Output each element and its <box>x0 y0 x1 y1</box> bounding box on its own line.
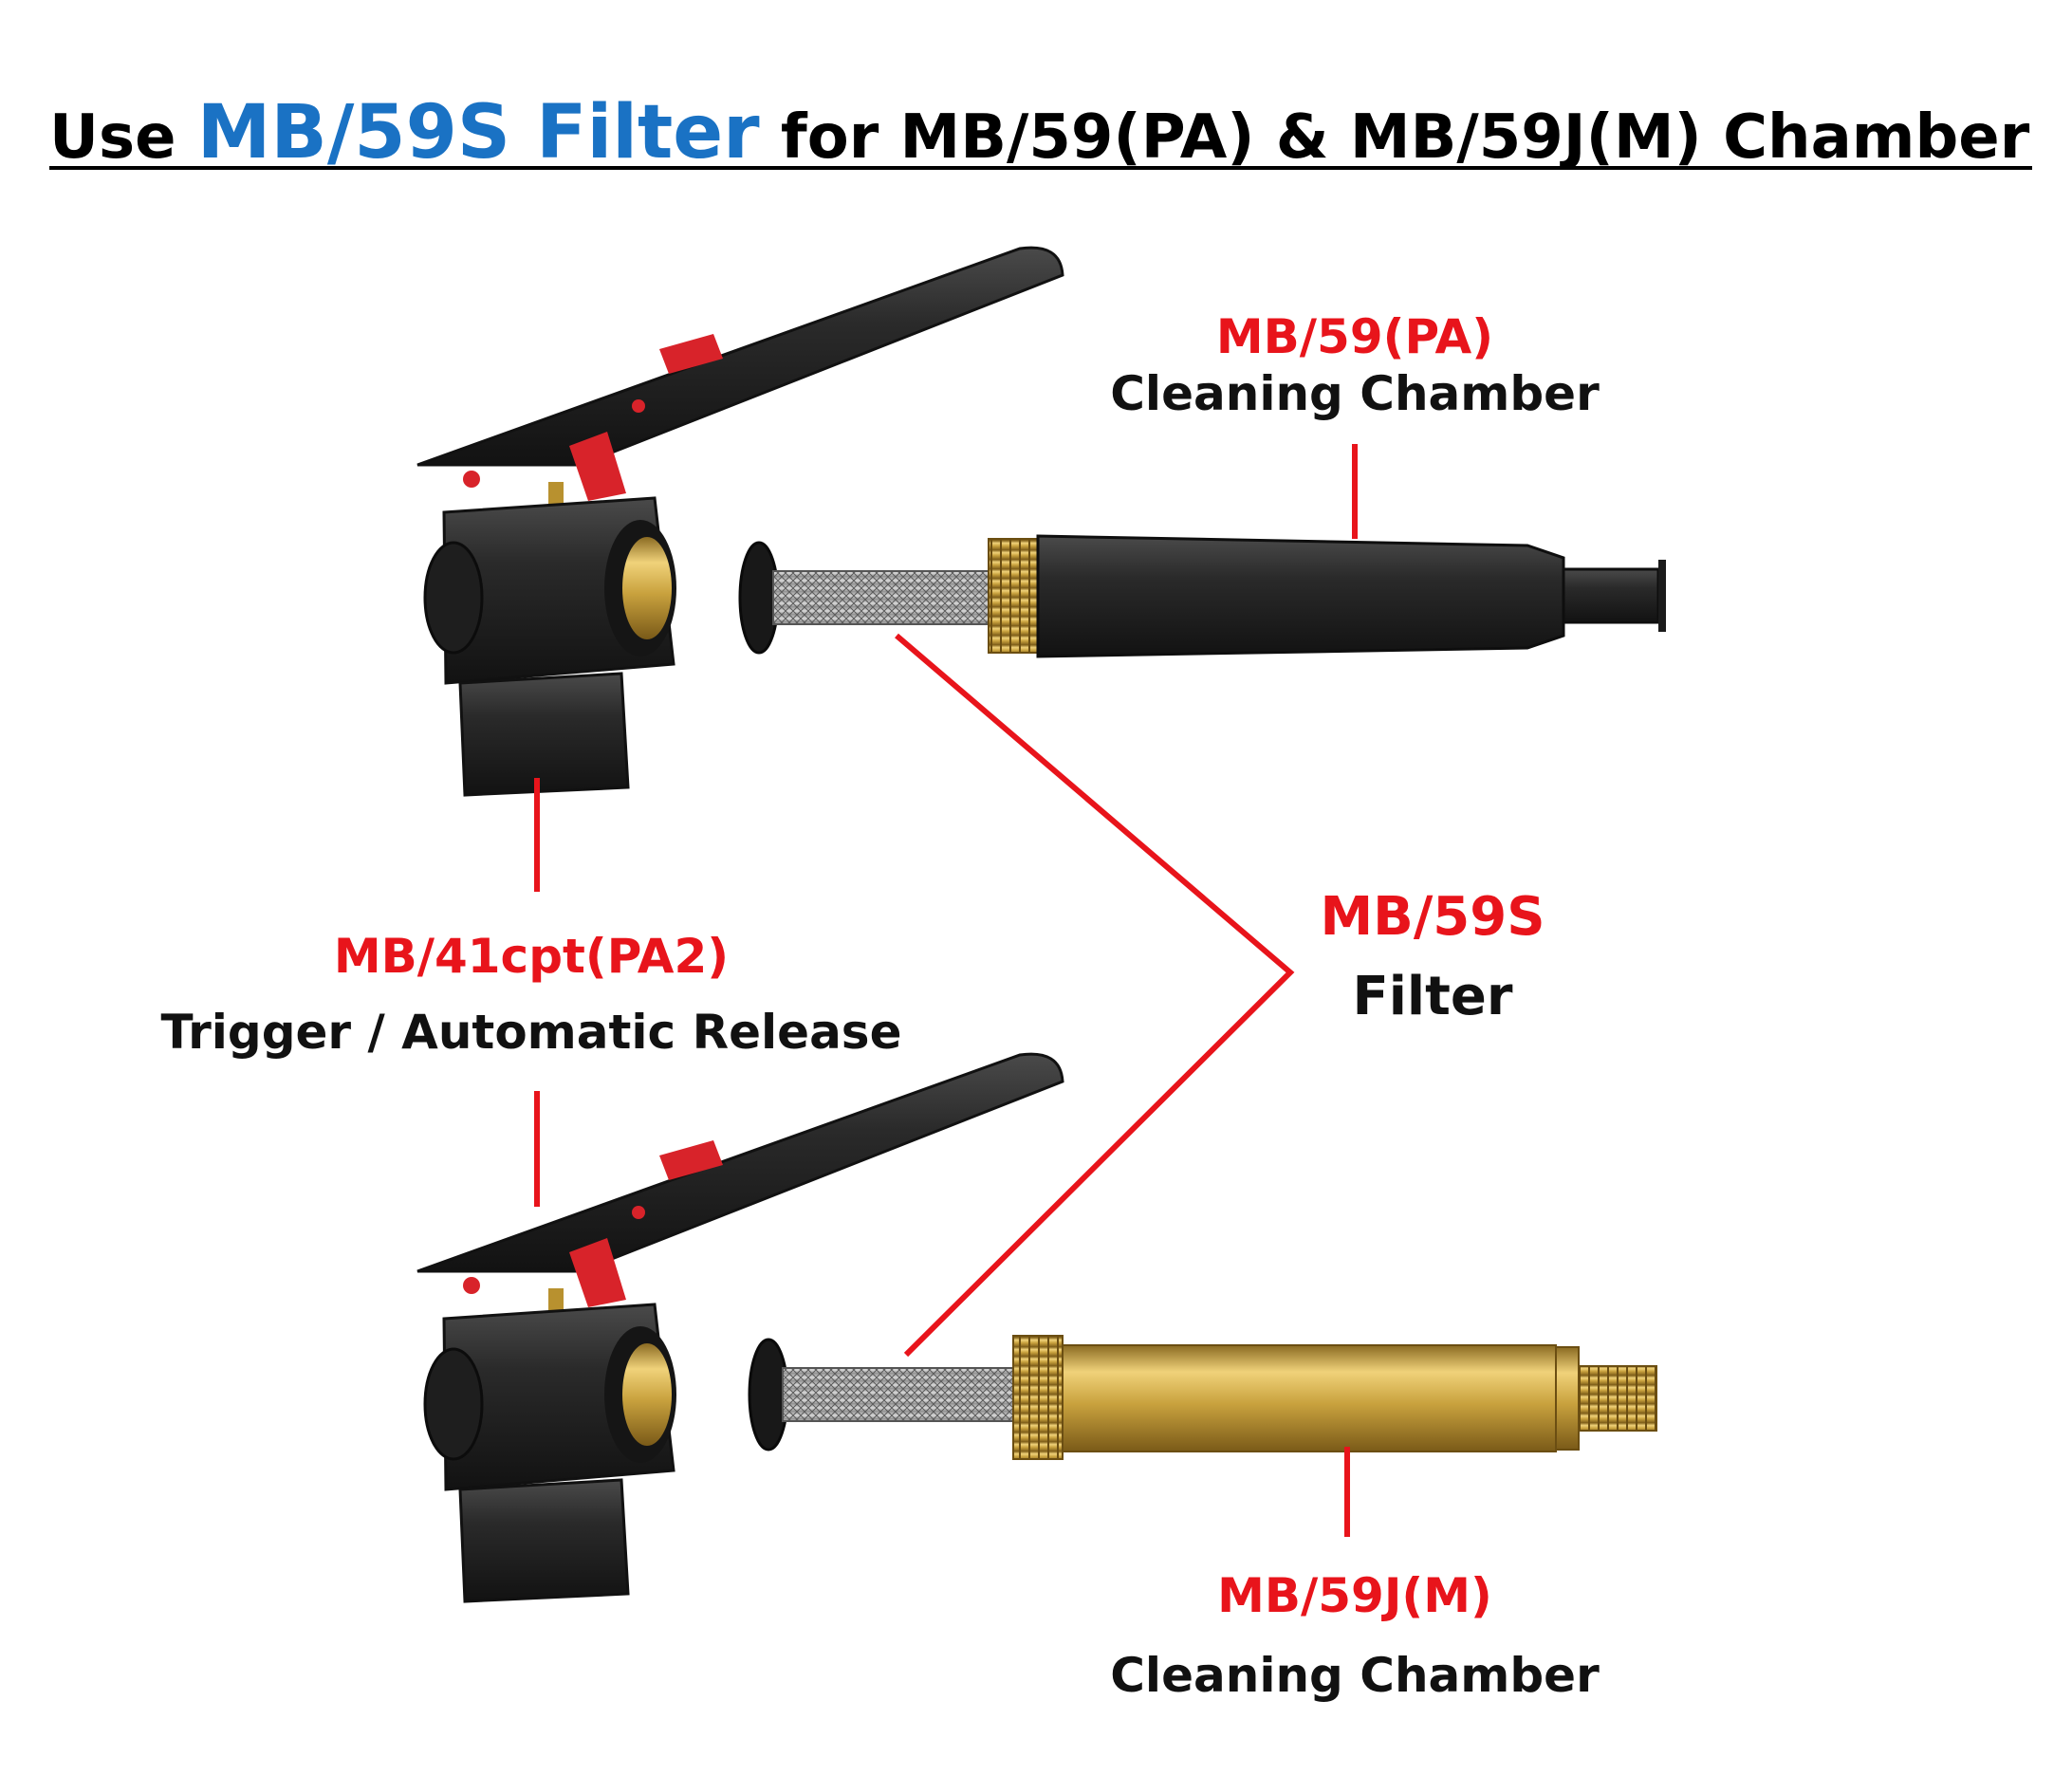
page-title: Use MB/59S Filter for MB/59(PA) & MB/59J… <box>49 87 2042 178</box>
chamber-top <box>988 534 1666 658</box>
bottom-chamber-name: Cleaning Chamber <box>1110 1648 1600 1703</box>
trigger-name: Trigger / Automatic Release <box>160 1005 902 1060</box>
label-bottom-chamber: MB/59J(M) Cleaning Chamber <box>1061 1556 1649 1715</box>
trigger-top <box>416 246 1064 797</box>
filter-code: MB/59S <box>1320 886 1545 948</box>
label-top-chamber: MB/59(PA) Cleaning Chamber <box>1061 308 1649 422</box>
filter-top <box>738 541 992 655</box>
label-filter: MB/59S Filter <box>1195 878 1670 1037</box>
top-chamber-code: MB/59(PA) <box>1215 309 1494 364</box>
title-prefix: Use <box>49 102 197 173</box>
leader-filter <box>895 633 1295 1358</box>
bottom-chamber-code: MB/59J(M) <box>1217 1568 1492 1623</box>
title-underline <box>49 166 2032 170</box>
filter-bottom <box>748 1338 1021 1451</box>
title-highlight: MB/59S Filter <box>196 90 760 176</box>
top-chamber-name: Cleaning Chamber <box>1110 366 1600 421</box>
trigger-bottom <box>416 1052 1064 1603</box>
title-suffix: for MB/59(PA) & MB/59J(M) Chamber <box>759 102 2030 173</box>
label-trigger: MB/41cpt(PA2) Trigger / Automatic Releas… <box>85 918 977 1070</box>
trigger-code: MB/41cpt(PA2) <box>333 929 730 984</box>
leader-lines <box>534 444 1358 1537</box>
filter-name: Filter <box>1352 966 1513 1027</box>
chamber-bottom <box>1012 1335 1657 1460</box>
